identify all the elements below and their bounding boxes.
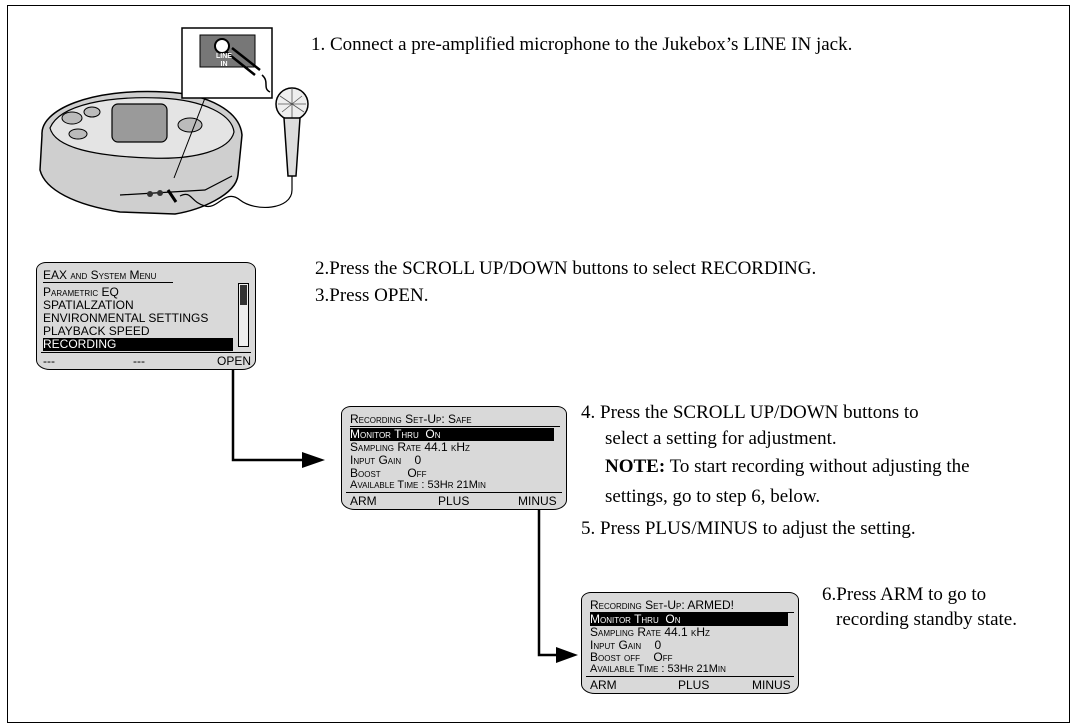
note-text: NOTE: To start recording without adjusti… <box>605 454 970 480</box>
softkey-middle: --- <box>133 354 145 368</box>
screen-title: Recording Set-Up: ARMED! <box>590 599 794 613</box>
setting-row: Boost off Off <box>590 650 673 664</box>
softkey-left: --- <box>43 354 55 368</box>
step-4-text: 4. Press the SCROLL UP/DOWN buttons to <box>581 402 919 423</box>
screen-eax-menu: EAX and System Menu Parametric EQ SPATIA… <box>36 262 256 370</box>
flow-connector-2 <box>537 502 578 663</box>
menu-item: PLAYBACK SPEED <box>43 324 150 338</box>
menu-item: SPATIALZATION <box>43 298 134 312</box>
available-time: Available Time : 53Hr 21Min <box>590 663 726 675</box>
note-text-cont: settings, go to step 6, below. <box>605 486 821 507</box>
softkey-arm: ARM <box>350 494 377 508</box>
step-3-text: 3.Press OPEN. <box>315 285 429 306</box>
softkey-plus: PLUS <box>678 678 710 692</box>
softkey-plus: PLUS <box>438 494 470 508</box>
microphone-illustration <box>179 87 309 208</box>
softkey-arm: ARM <box>590 678 617 692</box>
scrollbar <box>238 283 249 347</box>
setting-row: Input Gain 0 <box>590 638 662 652</box>
step-6-text-cont: recording standby state. <box>836 609 1017 630</box>
menu-item-selected: RECORDING <box>43 338 233 351</box>
softkey-minus: MINUS <box>518 494 557 508</box>
menu-item: Parametric EQ <box>43 285 119 299</box>
screen-recording-setup-safe: Recording Set-Up: Safe Monitor Thru On S… <box>341 406 567 510</box>
step-5-text: 5. Press PLUS/MINUS to adjust the settin… <box>581 518 916 539</box>
step-4-text-cont: select a setting for adjustment. <box>605 428 837 449</box>
setting-row-selected: Monitor Thru On <box>590 613 788 626</box>
setting-row: Input Gain 0 <box>350 453 422 467</box>
softkey-divider <box>586 676 794 677</box>
setting-row: Sampling Rate 44.1 kHz <box>590 625 710 639</box>
menu-item: ENVIRONMENTAL SETTINGS <box>43 311 209 325</box>
screen-title: Recording Set-Up: Safe <box>350 413 560 427</box>
setting-row-selected: Monitor Thru On <box>350 428 554 441</box>
setting-row: Sampling Rate 44.1 kHz <box>350 440 470 454</box>
diagram-frame <box>7 5 1070 723</box>
available-time: Available Time : 53Hr 21Min <box>350 479 486 491</box>
step-6-text: 6.Press ARM to go to <box>822 584 987 605</box>
note-body: To start recording without adjusting the <box>665 456 970 477</box>
softkey-divider <box>346 492 562 493</box>
softkey-minus: MINUS <box>752 678 791 692</box>
line-in-jack-inset <box>173 27 273 179</box>
screen-recording-setup-armed: Recording Set-Up: ARMED! Monitor Thru On… <box>581 592 799 694</box>
step-2-text: 2.Press the SCROLL UP/DOWN buttons to se… <box>315 258 817 279</box>
flow-connector-1 <box>231 340 325 468</box>
jukebox-illustration <box>39 90 243 215</box>
step-1-text: 1. Connect a pre-amplified microphone to… <box>311 34 853 55</box>
screen-title: EAX and System Menu <box>43 269 173 283</box>
setting-row: Boost Off <box>350 466 427 480</box>
note-label: NOTE: <box>605 456 666 477</box>
softkey-right: OPEN <box>217 354 252 368</box>
jack-label: LINE IN <box>216 53 232 68</box>
softkey-divider <box>41 352 251 353</box>
